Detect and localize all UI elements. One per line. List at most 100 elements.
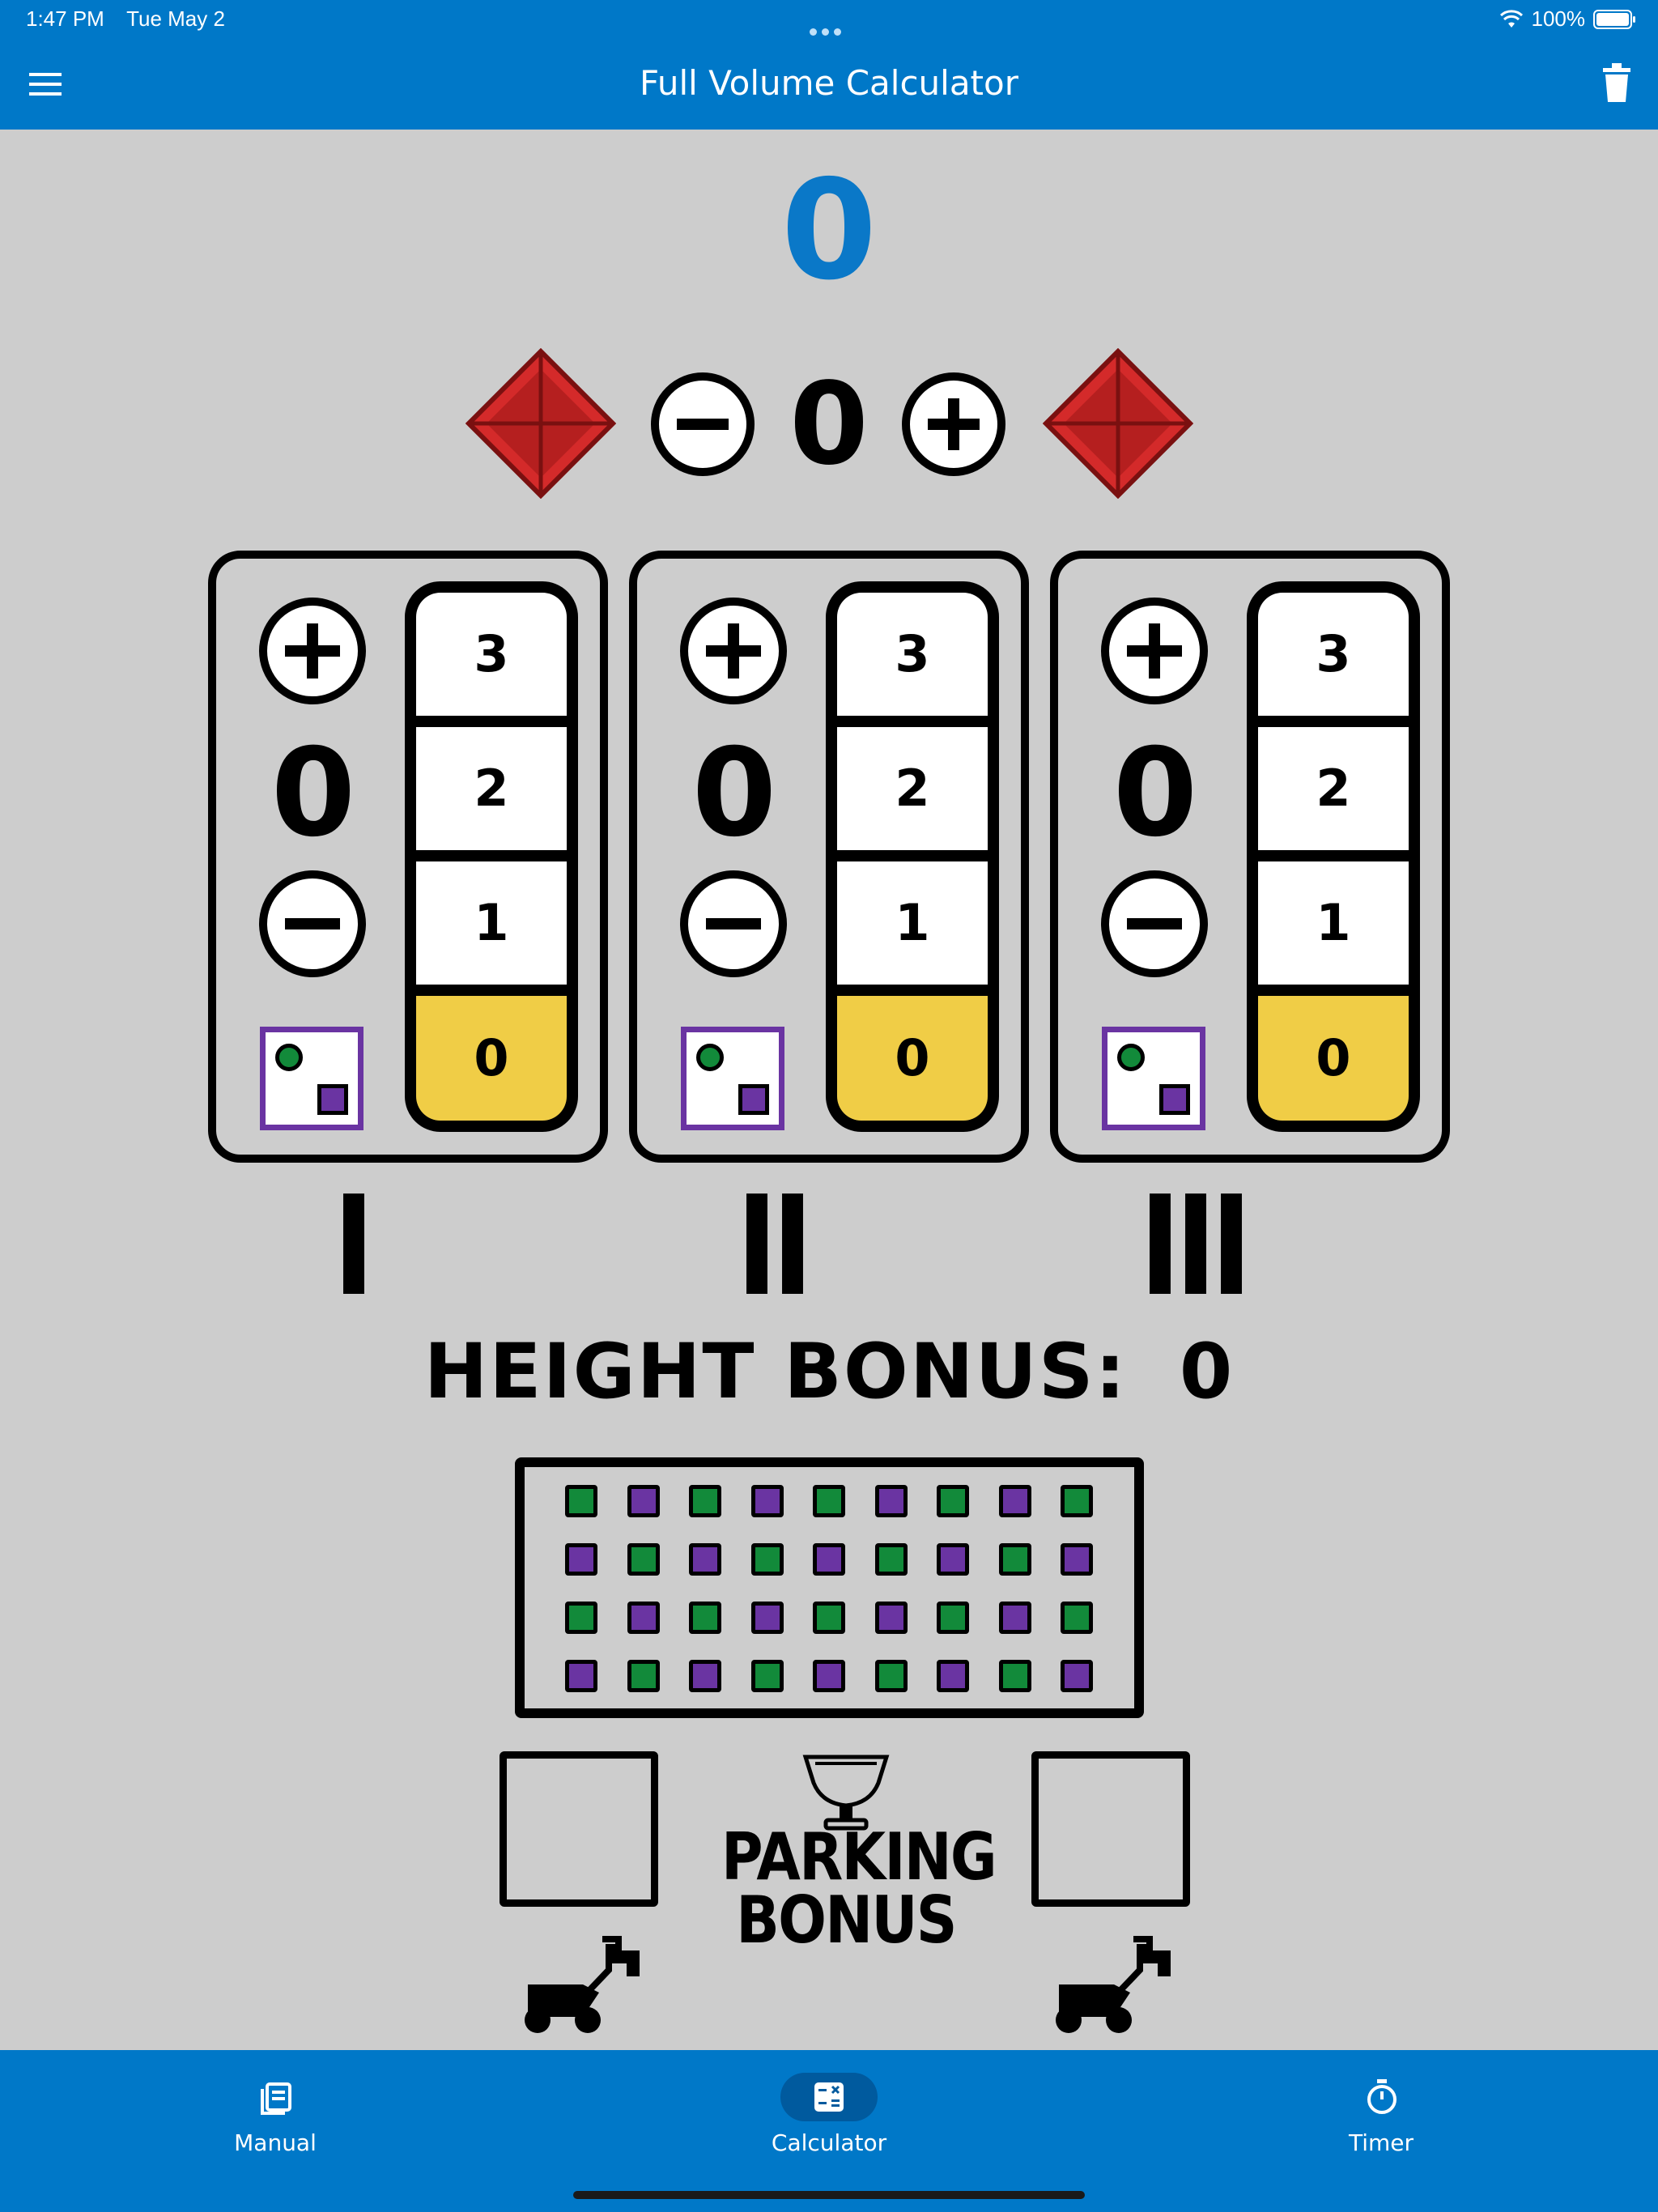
purple-cube[interactable] <box>998 1485 1031 1517</box>
tower-2-cube-toggle[interactable] <box>681 1027 784 1130</box>
green-cube[interactable] <box>1061 1602 1093 1634</box>
total-score: 0 <box>780 151 878 311</box>
robot-lift-icon <box>1056 1936 1171 2033</box>
trash-icon[interactable] <box>1603 63 1630 102</box>
purple-cube[interactable] <box>565 1660 597 1692</box>
cone-icon <box>1043 348 1193 499</box>
tower-1-cube-toggle[interactable] <box>260 1027 363 1130</box>
green-cube[interactable] <box>937 1602 969 1634</box>
tower-3-level-3[interactable]: 3 <box>1258 593 1409 716</box>
tower-1-count: 0 <box>270 723 356 864</box>
purple-cube-icon <box>317 1084 348 1115</box>
green-cube[interactable] <box>998 1660 1031 1692</box>
tab-manual[interactable]: Manual <box>154 2073 397 2156</box>
parking-zone-left[interactable] <box>500 1751 658 1907</box>
tower-3-level-1[interactable]: 1 <box>1258 861 1409 985</box>
tower-2-level-2[interactable]: 2 <box>837 727 988 850</box>
robot-lift-icon <box>525 1936 640 2033</box>
tower-2-count: 0 <box>691 723 777 864</box>
purple-cube[interactable] <box>937 1660 969 1692</box>
green-cube[interactable] <box>874 1543 908 1576</box>
tower-1-level-0[interactable]: 0 <box>416 996 567 1121</box>
tower-2-label: II <box>736 1163 813 1325</box>
tower-1-level-2[interactable]: 2 <box>416 727 567 850</box>
tower-1-label: I <box>333 1163 374 1325</box>
home-indicator <box>573 2191 1085 2199</box>
tower-2-decrement-button[interactable] <box>680 870 787 977</box>
purple-cube-icon <box>1159 1084 1190 1115</box>
page-title: Full Volume Calculator <box>639 63 1018 103</box>
tower-2-level-0[interactable]: 0 <box>837 996 988 1121</box>
parking-zone-right[interactable] <box>1031 1751 1190 1907</box>
height-bonus: HEIGHT BONUS: 0 <box>0 1328 1658 1416</box>
purple-cube[interactable] <box>1061 1660 1093 1692</box>
purple-cube[interactable] <box>627 1485 660 1517</box>
purple-cube[interactable] <box>937 1543 969 1576</box>
parking-bonus-label: PARKING BONUS <box>721 1819 997 1958</box>
hamburger-menu-icon[interactable] <box>29 70 62 99</box>
green-cube[interactable] <box>627 1660 660 1692</box>
app-bar: Full Volume Calculator <box>0 39 1658 130</box>
cone-increment-button[interactable] <box>902 372 1005 476</box>
green-cube[interactable] <box>1061 1485 1093 1517</box>
green-cube[interactable] <box>689 1485 721 1517</box>
tab-timer[interactable]: Timer <box>1260 2073 1503 2156</box>
purple-cube[interactable] <box>627 1602 660 1634</box>
trophy-icon <box>802 1755 890 1831</box>
tower-2-level-1[interactable]: 1 <box>837 861 988 985</box>
cube-grid <box>515 1457 1144 1718</box>
purple-cube[interactable] <box>565 1543 597 1576</box>
tower-3-level-0[interactable]: 0 <box>1258 996 1409 1121</box>
calculator-icon <box>814 2082 844 2112</box>
tower-2-increment-button[interactable] <box>680 598 787 704</box>
green-cube[interactable] <box>813 1602 845 1634</box>
green-cube-icon <box>1117 1044 1145 1071</box>
tab-bar: Manual Calculator Timer <box>0 2050 1658 2212</box>
green-cube[interactable] <box>998 1543 1031 1576</box>
tower-1-increment-button[interactable] <box>259 598 366 704</box>
status-time: 1:47 PM <box>26 6 104 31</box>
green-cube[interactable] <box>813 1485 845 1517</box>
green-cube[interactable] <box>627 1543 660 1576</box>
purple-cube[interactable] <box>813 1543 845 1576</box>
tower-2 <box>629 551 1029 1163</box>
green-cube[interactable] <box>689 1602 721 1634</box>
green-cube[interactable] <box>937 1485 969 1517</box>
green-cube[interactable] <box>750 1660 784 1692</box>
purple-cube[interactable] <box>750 1602 784 1634</box>
purple-cube[interactable] <box>813 1660 845 1692</box>
multitask-dots-icon[interactable] <box>810 16 848 36</box>
tower-1-level-3[interactable]: 3 <box>416 593 567 716</box>
tower-1-decrement-button[interactable] <box>259 870 366 977</box>
tower-3-decrement-button[interactable] <box>1101 870 1208 977</box>
tower-3-cube-toggle[interactable] <box>1102 1027 1205 1130</box>
timer-icon <box>1367 2079 1397 2114</box>
tower-3 <box>1050 551 1450 1163</box>
green-cube[interactable] <box>874 1660 908 1692</box>
purple-cube[interactable] <box>1061 1543 1093 1576</box>
cone-icon <box>466 348 616 499</box>
purple-cube[interactable] <box>874 1602 908 1634</box>
purple-cube[interactable] <box>689 1660 721 1692</box>
purple-cube[interactable] <box>998 1602 1031 1634</box>
purple-cube[interactable] <box>750 1485 784 1517</box>
tower-2-level-3[interactable]: 3 <box>837 593 988 716</box>
status-bar: 1:47 PM Tue May 2 100% <box>0 0 1658 39</box>
purple-cube[interactable] <box>874 1485 908 1517</box>
tower-3-increment-button[interactable] <box>1101 598 1208 704</box>
cone-decrement-button[interactable] <box>651 372 755 476</box>
tower-3-level-2[interactable]: 2 <box>1258 727 1409 850</box>
battery-percent: 100% <box>1531 6 1586 31</box>
green-cube[interactable] <box>565 1485 597 1517</box>
purple-cube[interactable] <box>689 1543 721 1576</box>
green-cube[interactable] <box>750 1543 784 1576</box>
green-cube[interactable] <box>565 1602 597 1634</box>
tab-calculator[interactable]: Calculator <box>708 2073 950 2156</box>
green-cube-icon <box>696 1044 724 1071</box>
tower-3-count: 0 <box>1112 723 1198 864</box>
height-bonus-label: HEIGHT BONUS: <box>423 1328 1128 1416</box>
tower-1-level-1[interactable]: 1 <box>416 861 567 985</box>
